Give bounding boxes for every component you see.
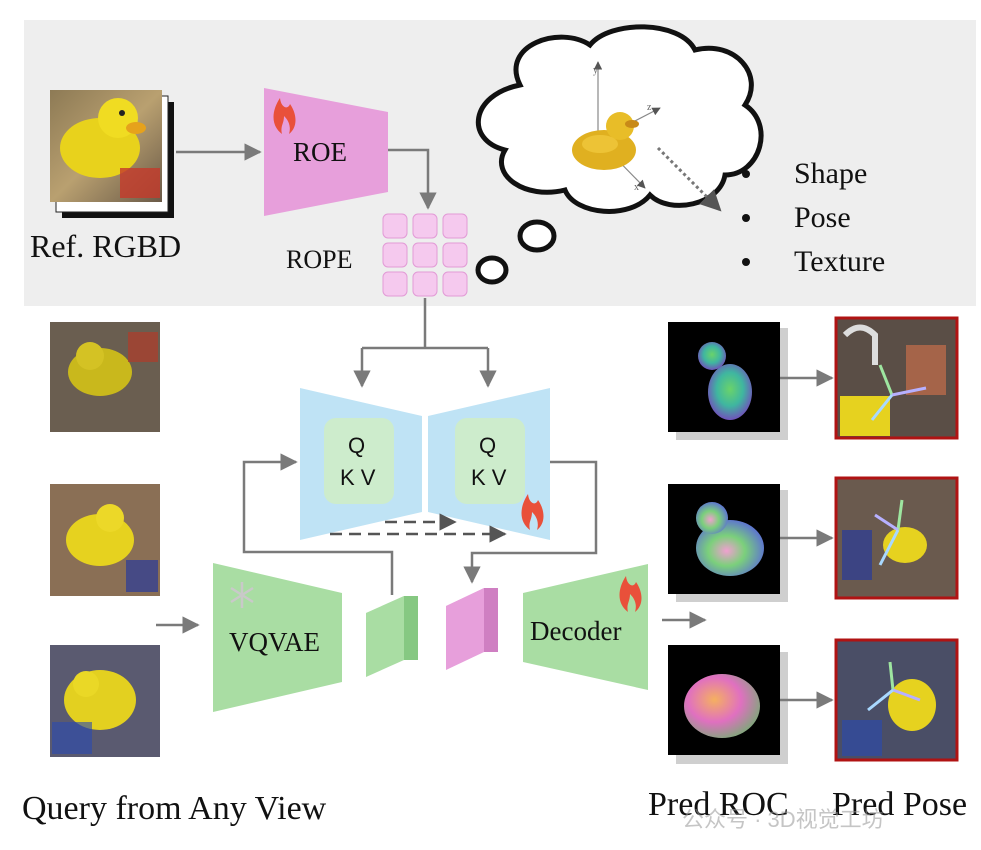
axis-z-label: z	[647, 102, 652, 113]
qkv-left-box	[324, 418, 394, 504]
qkv-right-box	[455, 418, 525, 504]
roe-label: ROE	[293, 137, 347, 167]
q-label-right: Q	[479, 433, 497, 458]
roc-map-3	[668, 645, 788, 764]
roc-map-1	[668, 322, 788, 440]
pred-pose-caption: Pred Pose	[832, 786, 968, 823]
snowflake-icon	[230, 582, 254, 608]
rope-token-grid	[382, 213, 468, 297]
flame-icon	[521, 494, 544, 530]
kv-label-left: K V	[340, 465, 376, 490]
watermark: 公众号 · 3D视觉工坊	[682, 807, 884, 832]
ref-rgbd-label: Ref. RGBD	[30, 228, 182, 264]
flame-icon	[619, 576, 642, 612]
decoder-block	[523, 564, 648, 690]
kv-label-right: K V	[471, 465, 507, 490]
bullet-shape-text: Shape	[794, 157, 868, 190]
pose-image-2	[834, 476, 959, 600]
flame-icon	[273, 98, 296, 134]
pose-image-1	[834, 316, 959, 440]
query-caption: Query from Any View	[22, 790, 327, 827]
reference-rgbd-image	[50, 90, 174, 218]
bullet-pose: Pose	[742, 196, 972, 240]
latent-green-block	[366, 596, 418, 677]
axis-x-label: x	[634, 182, 639, 193]
bullet-dot	[742, 214, 750, 222]
vqvae-encoder-block	[213, 563, 342, 712]
rope-label: ROPE	[286, 245, 353, 274]
bullet-dot	[742, 170, 750, 178]
pose-image-3	[834, 638, 959, 762]
thought-bubble-small	[475, 255, 509, 285]
duck-3d-model	[572, 112, 639, 170]
roc-map-2	[668, 484, 788, 602]
decoder-label: Decoder	[530, 616, 622, 646]
thought-bullet-list: Shape Pose Texture	[742, 152, 972, 284]
latent-pink-block	[446, 588, 498, 670]
query-image-2	[50, 484, 160, 596]
bullet-pose-text: Pose	[794, 201, 851, 234]
q-label-left: Q	[348, 433, 366, 458]
bullet-texture: Texture	[742, 240, 972, 284]
query-image-3	[50, 645, 160, 757]
axis-y-label: y	[593, 65, 598, 76]
query-image-1	[50, 322, 160, 432]
vqvae-label: VQVAE	[229, 627, 321, 657]
thought-bubble-medium	[517, 219, 557, 253]
pred-roc-caption: Pred ROC	[648, 786, 789, 823]
bullet-texture-text: Texture	[794, 245, 886, 278]
bullet-shape: Shape	[742, 152, 972, 196]
bullet-dot	[742, 258, 750, 266]
